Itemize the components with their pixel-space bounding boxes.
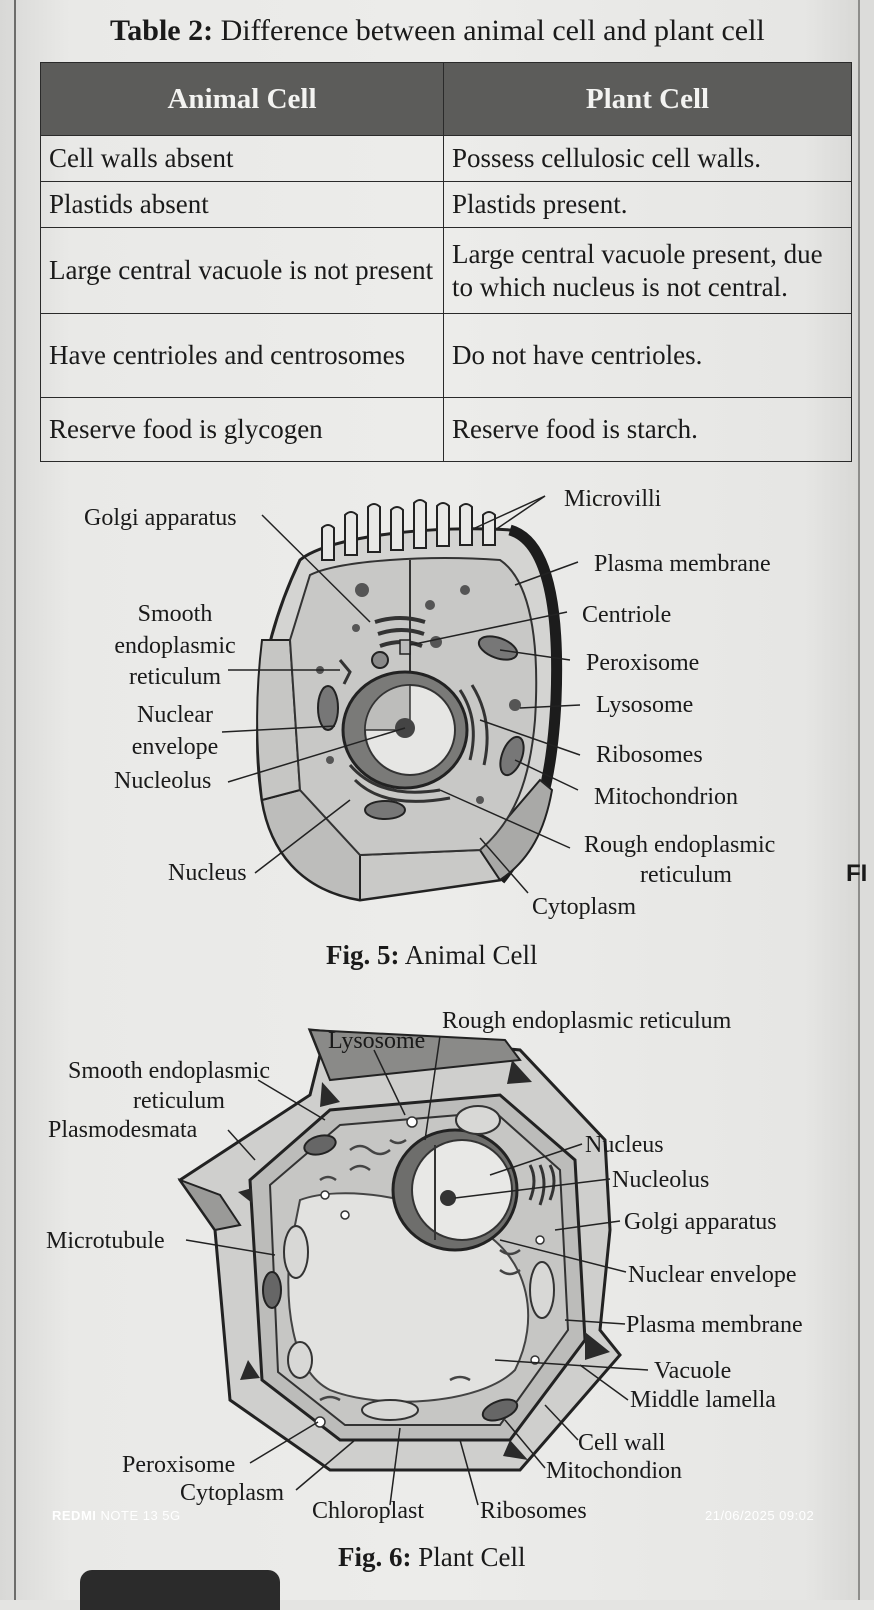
label-nucleus: Nucleus (168, 860, 247, 886)
label-nuclear-envelope-1: Nuclear (137, 702, 213, 728)
table-row: Large central vacuole is not present Lar… (40, 227, 852, 314)
table-cell: Possess cellulosic cell walls. (443, 135, 852, 182)
header-animal-cell: Animal Cell (40, 62, 444, 136)
table-cell: Plastids absent (40, 181, 444, 228)
label-smooth-er-1: Smooth (137, 601, 213, 627)
table-cell: Reserve food is starch. (443, 397, 852, 462)
edge-text: FI (846, 860, 868, 887)
label-lysosome: Lysosome (596, 692, 694, 718)
label-plasmodesmata: Plasmodesmata (48, 1117, 198, 1143)
label-smooth-er-3: reticulum (129, 664, 221, 690)
table-title: Table 2: Difference between animal cell … (110, 14, 765, 47)
comparison-table: Animal Cell Plant Cell Cell walls absent… (40, 62, 852, 462)
plant-cell-diagram (177, 1028, 649, 1506)
label-vacuole: Vacuole (654, 1358, 732, 1384)
label-plasma-membrane: Plasma membrane (594, 551, 771, 577)
camera-watermark-datetime: 21/06/2025 09:02 (705, 1508, 815, 1523)
table-row: Reserve food is glycogen Reserve food is… (40, 397, 852, 462)
label-peroxisome: Peroxisome (586, 650, 700, 676)
label-nucleus-plant: Nucleus (585, 1132, 664, 1158)
next-page-edge (858, 0, 874, 1600)
fig5-caption: Fig. 5: Animal Cell (326, 940, 538, 970)
label-smooth-er-plant-1: Smooth endoplasmic (68, 1058, 270, 1084)
label-lysosome-plant: Lysosome (328, 1028, 426, 1054)
table-header-row: Animal Cell Plant Cell (40, 62, 852, 136)
label-cytoplasm: Cytoplasm (532, 894, 637, 920)
fig6-caption: Fig. 6: Plant Cell (338, 1542, 526, 1572)
label-chloroplast: Chloroplast (312, 1498, 424, 1524)
label-mitochondrion: Mitochondrion (594, 784, 738, 810)
next-heading-fragment (80, 1570, 280, 1610)
label-mitochondion: Mitochondion (546, 1458, 682, 1484)
table-cell: Reserve food is glycogen (40, 397, 444, 462)
label-cytoplasm-plant: Cytoplasm (180, 1480, 285, 1506)
camera-watermark-model: REDMI NOTE 13 5G (52, 1508, 181, 1523)
table-row: Have centrioles and centrosomes Do not h… (40, 313, 852, 398)
label-microtubule: Microtubule (46, 1228, 165, 1254)
label-plasma-membrane-plant: Plasma membrane (626, 1312, 803, 1338)
table-cell: Have centrioles and centrosomes (40, 313, 444, 398)
label-golgi-plant: Golgi apparatus (624, 1209, 777, 1235)
label-nucleolus-plant: Nucleolus (612, 1167, 710, 1193)
label-peroxisome-plant: Peroxisome (122, 1452, 236, 1478)
header-plant-cell: Plant Cell (443, 62, 852, 136)
animal-cell-diagram (221, 495, 581, 902)
label-ribosomes: Ribosomes (596, 742, 703, 768)
margin-rule (14, 0, 16, 1600)
label-smooth-er-plant-2: reticulum (133, 1088, 225, 1114)
label-golgi-apparatus: Golgi apparatus (84, 505, 237, 531)
label-middle-lamella: Middle lamella (630, 1387, 776, 1413)
label-rough-er-1: Rough endoplasmic (584, 832, 776, 858)
label-nucleolus: Nucleolus (114, 768, 212, 794)
label-rough-er: Rough endoplasmic reticulum (442, 1008, 732, 1034)
label-nuclear-envelope-plant: Nuclear envelope (628, 1262, 797, 1288)
table-cell: Cell walls absent (40, 135, 444, 182)
label-cell-wall: Cell wall (578, 1430, 666, 1456)
label-rough-er-2: reticulum (640, 862, 732, 888)
label-microvilli: Microvilli (564, 486, 662, 512)
label-centriole: Centriole (582, 602, 672, 628)
table-row: Cell walls absent Possess cellulosic cel… (40, 135, 852, 182)
table-cell: Do not have centrioles. (443, 313, 852, 398)
label-ribosomes-plant: Ribosomes (480, 1498, 587, 1524)
table-cell: Plastids present. (443, 181, 852, 228)
table-cell: Large central vacuole present, due to wh… (443, 227, 852, 314)
label-smooth-er-2: endoplasmic (114, 633, 236, 659)
table-row: Plastids absent Plastids present. (40, 181, 852, 228)
label-nuclear-envelope-2: envelope (131, 734, 219, 760)
table-cell: Large central vacuole is not present (40, 227, 444, 314)
